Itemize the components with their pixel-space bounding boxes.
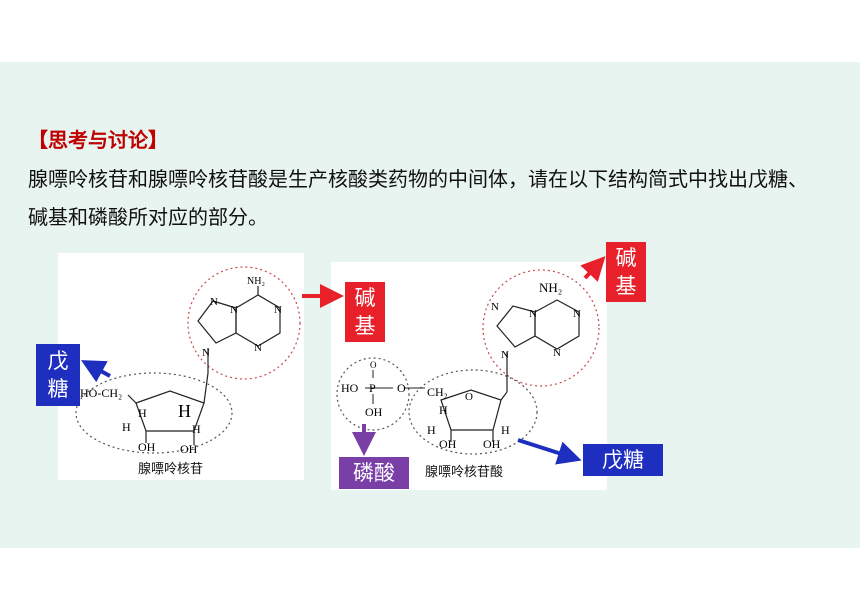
adenosine-structure: NH₂ N N N N N HO-CH₂ H H H H OH OH: [75, 266, 301, 456]
n-text: N: [553, 347, 561, 359]
h-text: H: [439, 403, 448, 417]
base-label-char: 碱: [354, 286, 376, 310]
pentose-label-char: 戊: [47, 349, 69, 373]
question-line-1: 腺嘌呤核苷和腺嘌呤核苷酸是生产核酸类药物的中间体，请在以下结构简式中找出戊糖、: [28, 167, 808, 191]
base-label-char: 碱: [615, 246, 637, 270]
pentose-label-char: 糖: [47, 377, 69, 401]
pentose-label-right: 戊糖: [583, 444, 663, 476]
h-text: H: [122, 420, 131, 434]
h-text: H: [178, 401, 191, 421]
oh-text: OH: [439, 437, 457, 451]
phosphate-label: 磷酸: [339, 457, 409, 489]
ribose-ring: [440, 389, 502, 431]
oh-text: OH: [180, 442, 198, 456]
base-label-char: 基: [354, 314, 376, 338]
n-text: N: [573, 308, 581, 320]
adenosine-figure: NH₂ N N N N N HO-CH₂ H H H H OH OH 腺嘌呤核苷: [58, 253, 304, 480]
n-text: N: [230, 304, 238, 316]
ho-ch2-text: HO-CH₂: [80, 386, 122, 400]
oh-text: OH: [138, 440, 156, 454]
question-paragraph: 腺嘌呤核苷和腺嘌呤核苷酸是生产核酸类药物的中间体，请在以下结构简式中找出戊糖、 …: [28, 160, 858, 236]
base-label-right: 碱 基: [606, 242, 646, 302]
amp-caption: 腺嘌呤核苷酸: [425, 465, 504, 480]
nh2-text: NH₂: [539, 280, 562, 295]
oh-text: OH: [365, 405, 383, 419]
p-text: P: [369, 381, 376, 395]
ribose-ring: [135, 390, 205, 432]
o-text: O: [397, 381, 406, 395]
pentose-label-left: 戊 糖: [36, 344, 80, 406]
amp-structure: NH₂ N N N N N O HO P O OH CH₂ O H H H OH…: [336, 269, 600, 455]
n-text: N: [501, 349, 509, 361]
sugar-circle: [75, 372, 233, 454]
h-text: H: [192, 422, 201, 436]
ch2-text: CH₂: [427, 385, 448, 399]
ho-text: HO: [341, 381, 359, 395]
discussion-heading: 【思考与讨论】: [28, 128, 168, 152]
n-text: N: [529, 308, 537, 320]
phosphate-circle: [336, 357, 410, 431]
imidazole-ring: [496, 305, 536, 348]
pentose-label-text: 戊糖: [602, 448, 644, 472]
n-text: N: [202, 347, 210, 359]
base-label-char: 基: [615, 274, 637, 298]
o-text: O: [465, 391, 473, 403]
oh-text: OH: [483, 437, 501, 451]
base-label-left: 碱 基: [345, 282, 385, 342]
n-text: N: [491, 301, 499, 313]
h-text: H: [501, 423, 510, 437]
base-circle: [187, 266, 301, 380]
question-line-2: 碱基和磷酸所对应的部分。: [28, 205, 268, 229]
h-text: H: [138, 406, 147, 420]
imidazole-ring: [197, 300, 237, 344]
base-circle: [482, 269, 600, 387]
o-text: O: [370, 360, 377, 370]
n-text: N: [210, 296, 218, 308]
n-text: N: [274, 304, 282, 316]
n-text: N: [254, 342, 262, 354]
h-text: H: [427, 423, 436, 437]
nh2-text: NH₂: [247, 276, 265, 287]
adenosine-caption: 腺嘌呤核苷: [138, 462, 204, 477]
sugar-circle: [408, 369, 538, 455]
phosphate-label-text: 磷酸: [353, 461, 395, 485]
pyrimidine-ring: [235, 294, 281, 347]
